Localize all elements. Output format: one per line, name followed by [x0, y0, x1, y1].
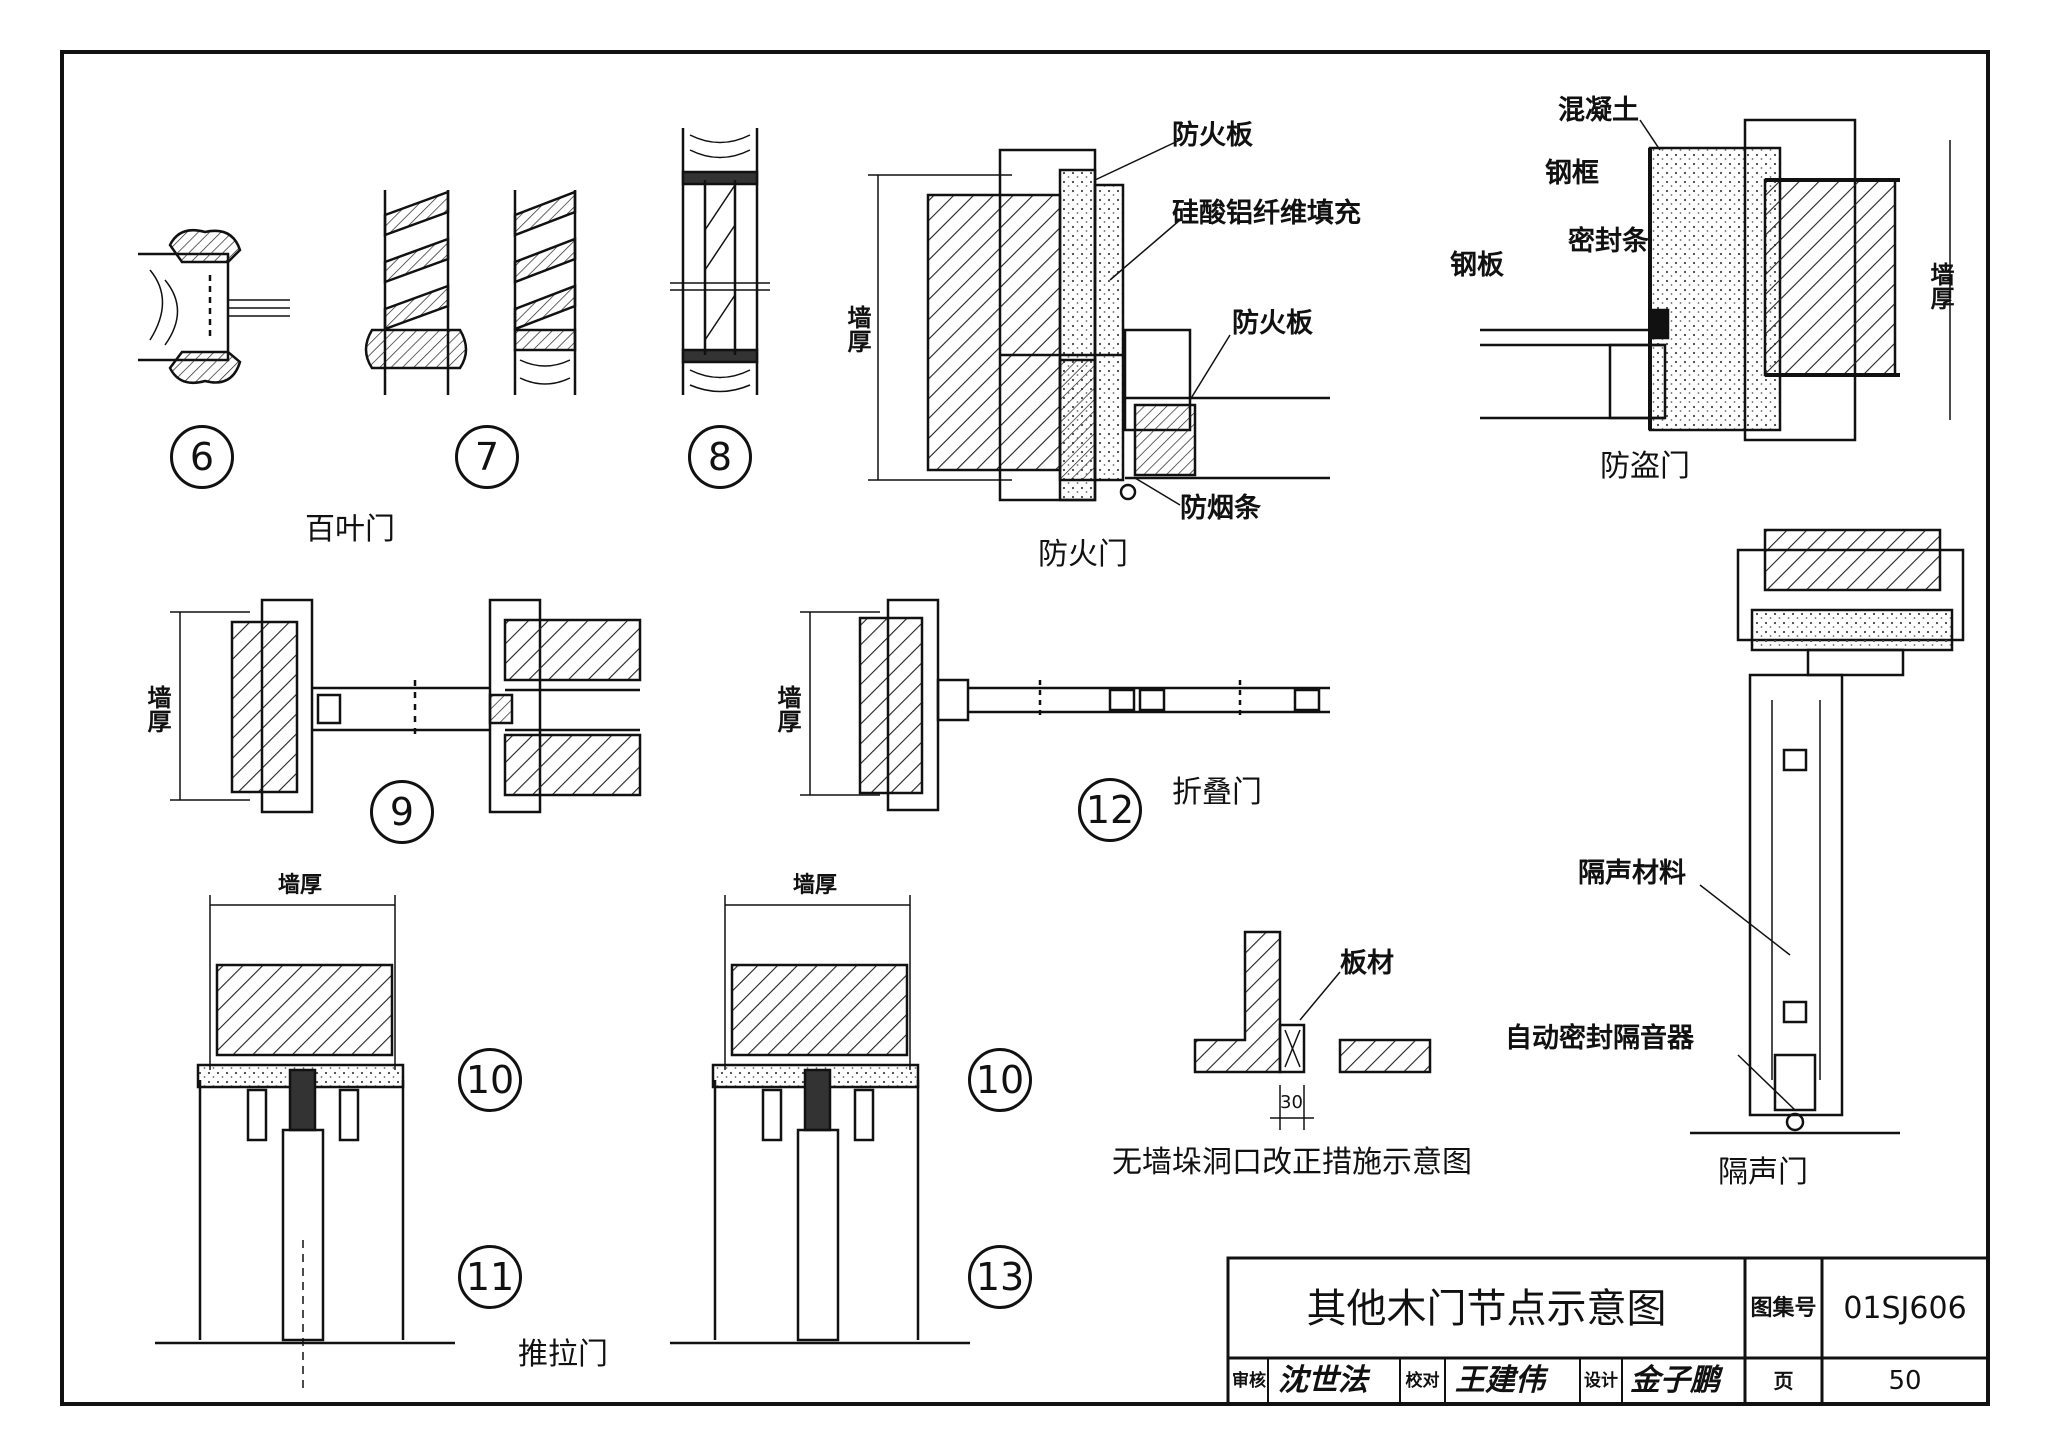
sliding-door-left-drawing [155, 895, 455, 1390]
folding-door-drawing [800, 598, 1330, 812]
security-door-caption: 防盗门 [1600, 449, 1690, 484]
detail-number-10-left: 10 [458, 1048, 522, 1112]
check-signature: 王建伟 [1455, 1363, 1545, 1398]
security-door-steel-plate: 钢板 [1450, 250, 1504, 281]
fire-door-filler-label: 硅酸铝纤维填充 [1172, 198, 1361, 229]
atlas-label: 图集号 [1750, 1296, 1817, 1321]
fire-door-smoke-strip: 防烟条 [1180, 493, 1261, 524]
title-block-frame [1226, 1256, 1990, 1406]
soundproof-door-drawing [1690, 528, 1965, 1135]
sliding-door-right-drawing [670, 895, 970, 1345]
review-signature: 沈世法 [1278, 1363, 1368, 1398]
detail-number-9: 9 [370, 780, 434, 844]
design-signature: 金子鹏 [1630, 1363, 1720, 1398]
fire-door-drawing [868, 139, 1330, 506]
correction-caption: 无墙垛洞口改正措施示意图 [1112, 1145, 1472, 1180]
atlas-number: 01SJ606 [1843, 1291, 1967, 1326]
detail-number-10-right: 10 [968, 1048, 1032, 1112]
detail-number-12: 12 [1078, 778, 1142, 842]
sliding-left-wall-thickness: 墙厚 [278, 873, 323, 898]
review-label: 审核 [1232, 1370, 1266, 1391]
security-door-seal-strip: 密封条 [1568, 226, 1649, 257]
soundproof-material-label: 隔声材料 [1578, 858, 1686, 889]
security-door-wall-thickness: 墙厚 [1926, 262, 1954, 310]
detail-number-11: 11 [458, 1245, 522, 1309]
correction-board-label: 板材 [1340, 948, 1394, 979]
detail-8-drawing [670, 128, 770, 395]
correction-dimension: 30 [1280, 1092, 1303, 1113]
check-label: 校对 [1405, 1370, 1440, 1391]
design-label: 设计 [1584, 1370, 1618, 1391]
fire-door-caption: 防火门 [1038, 537, 1128, 572]
louver-door-caption: 百叶门 [305, 512, 395, 547]
security-door-drawing [1480, 118, 1951, 442]
page-label: 页 [1773, 1369, 1794, 1393]
detail-7-drawing [364, 190, 577, 395]
detail-number-13: 13 [968, 1245, 1032, 1309]
soundproof-auto-seal-label: 自动密封隔音器 [1505, 1023, 1694, 1054]
sliding-right-wall-thickness: 墙厚 [793, 873, 838, 898]
security-door-concrete: 混凝土 [1558, 95, 1639, 126]
fire-door-fireproof-board-top: 防火板 [1172, 120, 1253, 151]
detail-6-drawing [138, 228, 290, 385]
page-number: 50 [1888, 1366, 1922, 1396]
detail-9-drawing [170, 598, 642, 814]
fire-door-fireproof-board-mid: 防火板 [1232, 308, 1313, 339]
correction-drawing [1193, 930, 1432, 1130]
detail-number-6: 6 [170, 425, 234, 489]
detail-number-8: 8 [688, 425, 752, 489]
folding-door-wall-thickness: 墙厚 [773, 685, 801, 733]
sliding-door-caption: 推拉门 [518, 1337, 608, 1372]
detail-number-7: 7 [455, 425, 519, 489]
detail-9-wall-thickness: 墙厚 [143, 685, 171, 733]
fire-door-wall-thickness: 墙厚 [843, 305, 871, 353]
soundproof-door-caption: 隔声门 [1718, 1155, 1808, 1190]
folding-door-caption: 折叠门 [1172, 775, 1262, 810]
sheet-border [60, 50, 1990, 1406]
title-block-title: 其他木门节点示意图 [1306, 1286, 1667, 1332]
security-door-steel-frame: 钢框 [1545, 158, 1599, 189]
